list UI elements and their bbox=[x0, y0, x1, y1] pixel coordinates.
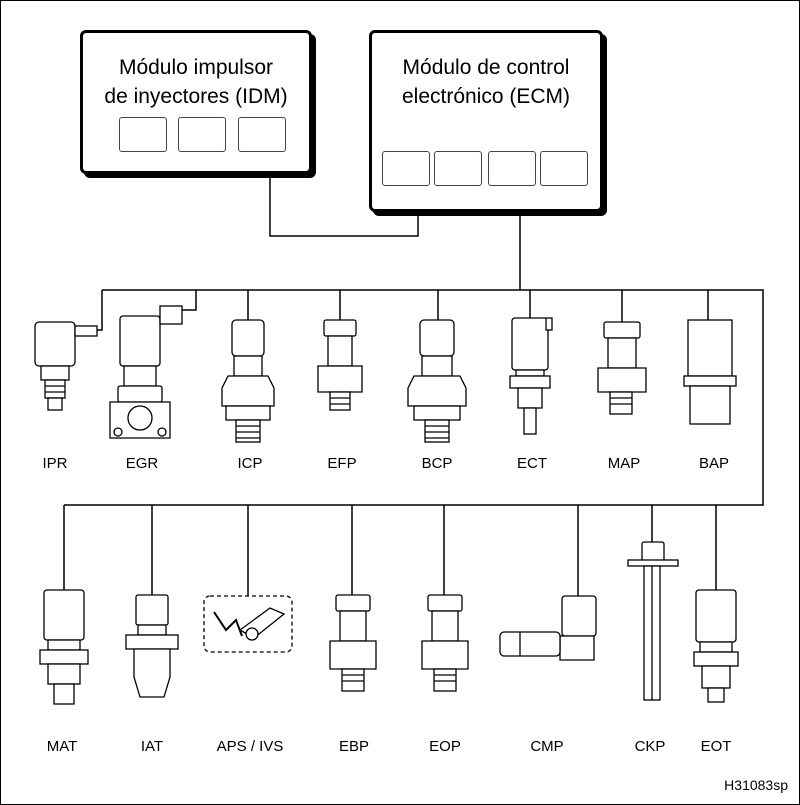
efp-sensor-icon bbox=[317, 319, 363, 411]
sensor-label-bap: BAP bbox=[698, 455, 729, 472]
icp-sensor-icon bbox=[221, 319, 275, 443]
sensor-label-ckp: CKP bbox=[634, 738, 666, 755]
sensor-label-map: MAP bbox=[607, 455, 641, 472]
mat-sensor-icon bbox=[39, 589, 89, 705]
idm-title-line-2: de inyectores (IDM) bbox=[104, 85, 288, 108]
eot-sensor-icon bbox=[693, 589, 739, 703]
ecm-connector-1 bbox=[382, 151, 430, 186]
bcp-sensor-icon bbox=[407, 319, 467, 443]
wiring-lines bbox=[63, 172, 764, 605]
figure-id: H31083sp bbox=[724, 777, 788, 793]
sensor-label-efp: EFP bbox=[327, 455, 357, 472]
sensor-label-aps-ivs: APS / IVS bbox=[216, 738, 284, 755]
map-sensor-icon bbox=[597, 321, 647, 415]
idm-connector-1 bbox=[119, 117, 167, 152]
cmp-sensor-icon bbox=[499, 595, 597, 661]
ecm-connector-3 bbox=[488, 151, 536, 186]
ecm-connector-2 bbox=[434, 151, 482, 186]
ebp-sensor-icon bbox=[329, 594, 377, 692]
ecm-module: Módulo de control electrónico (ECM) bbox=[369, 30, 603, 212]
ecm-title-line-1: Módulo de control bbox=[402, 56, 570, 79]
sensor-label-ipr: IPR bbox=[42, 455, 68, 472]
ecm-module-title: Módulo de control electrónico (ECM) bbox=[372, 53, 600, 111]
ckp-sensor-icon bbox=[627, 541, 679, 701]
ipr-sensor-icon bbox=[34, 321, 98, 411]
ect-sensor-icon bbox=[509, 317, 553, 435]
idm-module-title: Módulo impulsor de inyectores (IDM) bbox=[83, 53, 309, 111]
sensor-label-egr: EGR bbox=[125, 455, 159, 472]
aps-ivs-pedal-icon bbox=[203, 595, 293, 653]
sensor-label-ebp: EBP bbox=[338, 738, 369, 755]
idm-module: Módulo impulsor de inyectores (IDM) bbox=[80, 30, 312, 174]
sensor-label-bcp: BCP bbox=[421, 455, 453, 472]
sensor-label-eot: EOT bbox=[700, 738, 732, 755]
iat-sensor-icon bbox=[125, 594, 179, 698]
sensor-label-mat: MAT bbox=[46, 738, 78, 755]
idm-title-line-1: Módulo impulsor bbox=[118, 56, 274, 79]
eop-sensor-icon bbox=[421, 594, 469, 692]
sensor-label-ect: ECT bbox=[517, 455, 547, 472]
ecm-connector-4 bbox=[540, 151, 588, 186]
ecm-title-line-2: electrónico (ECM) bbox=[401, 85, 571, 108]
sensor-label-iat: IAT bbox=[140, 738, 164, 755]
sensor-label-cmp: CMP bbox=[530, 738, 564, 755]
idm-connector-2 bbox=[178, 117, 226, 152]
egr-valve-icon bbox=[109, 305, 183, 439]
bap-sensor-icon bbox=[683, 319, 737, 425]
idm-connector-3 bbox=[238, 117, 286, 152]
sensor-label-icp: ICP bbox=[237, 455, 263, 472]
sensor-label-eop: EOP bbox=[429, 738, 461, 755]
